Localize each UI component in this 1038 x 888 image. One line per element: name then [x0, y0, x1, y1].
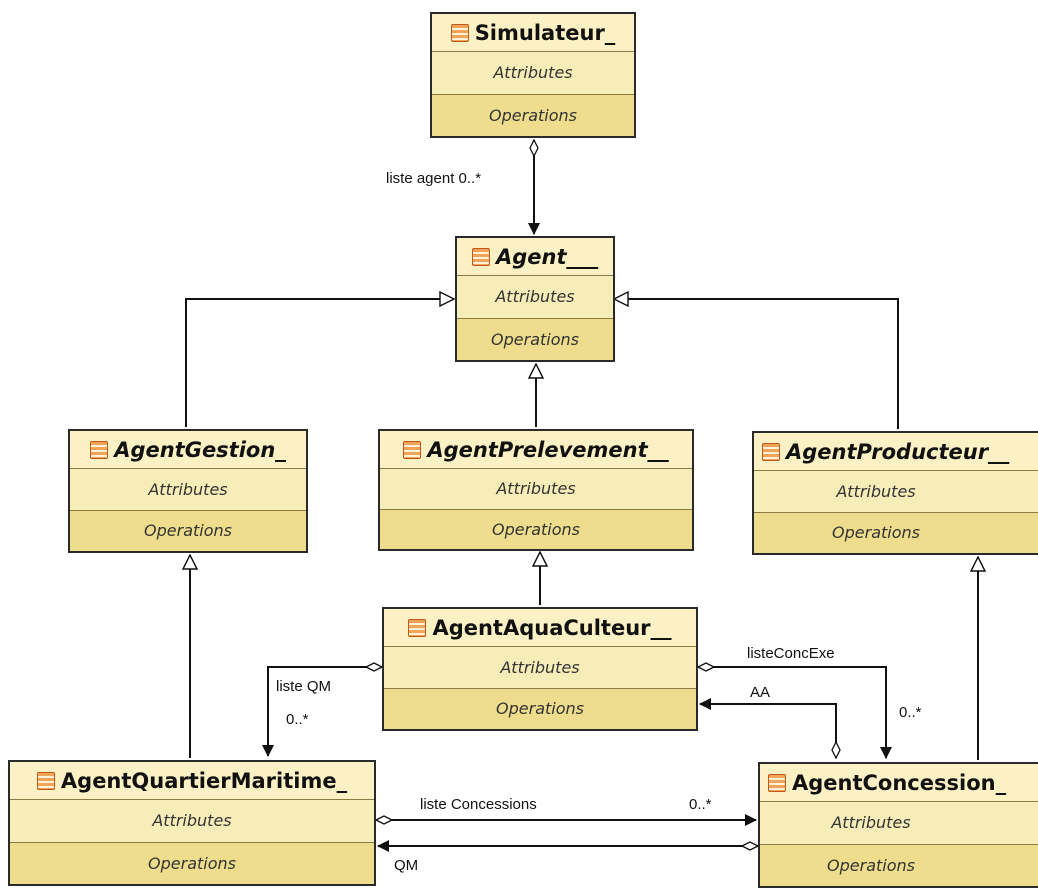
class-icon — [408, 618, 427, 637]
class-name: Simulateur_ — [474, 20, 616, 45]
class-icon — [90, 440, 109, 459]
class-icon — [450, 23, 469, 42]
edge-producteur-agent — [614, 299, 899, 429]
class-icon — [471, 247, 490, 266]
class-header: Agent___ — [457, 238, 613, 276]
label-liste-agent: liste agent 0..* — [386, 170, 482, 187]
operations-compartment: Operations — [10, 842, 374, 884]
class-agent-producteur[interactable]: AgentProducteur__ Attributes Operations — [752, 431, 1038, 555]
operations-compartment: Operations — [70, 510, 306, 551]
class-name: AgentProducteur__ — [786, 439, 1010, 464]
label-liste-qm: liste QM — [276, 678, 332, 695]
edge-gestion-agent — [185, 299, 454, 427]
attributes-compartment: Attributes — [754, 471, 1038, 513]
label-liste-conc-exe-multiplicity: 0..* — [899, 704, 922, 721]
edge-liste-qm — [268, 667, 382, 756]
class-name: AgentQuartierMaritime_ — [60, 768, 348, 793]
class-header: AgentProducteur__ — [754, 433, 1038, 471]
operations-compartment: Operations — [754, 512, 1038, 553]
class-agent[interactable]: Agent___ Attributes Operations — [455, 236, 615, 362]
attributes-compartment: Attributes — [384, 647, 696, 689]
class-header: AgentConcession_ — [760, 764, 1038, 802]
class-header: AgentGestion_ — [70, 431, 306, 469]
class-name: AgentGestion_ — [114, 437, 286, 462]
class-header: AgentAquaCulteur__ — [384, 609, 696, 647]
class-icon — [36, 771, 55, 790]
class-header: Simulateur_ — [432, 14, 634, 52]
class-name: Agent___ — [495, 244, 599, 269]
label-liste-qm-multiplicity: 0..* — [286, 711, 309, 728]
edge-aa — [700, 704, 836, 758]
class-header: AgentQuartierMaritime_ — [10, 762, 374, 800]
attributes-compartment: Attributes — [760, 802, 1038, 845]
operations-compartment: Operations — [432, 94, 634, 136]
class-agent-prelevement[interactable]: AgentPrelevement__ Attributes Operations — [378, 429, 694, 551]
class-icon — [762, 442, 780, 461]
attributes-compartment: Attributes — [70, 469, 306, 511]
attributes-compartment: Attributes — [457, 276, 613, 319]
label-liste-conc-exe: listeConcExe — [747, 645, 835, 662]
class-icon — [768, 773, 786, 792]
class-agent-gestion[interactable]: AgentGestion_ Attributes Operations — [68, 429, 308, 553]
label-liste-concessions: liste Concessions — [420, 796, 537, 813]
class-name: AgentConcession_ — [792, 770, 1007, 795]
attributes-compartment: Attributes — [10, 800, 374, 843]
class-header: AgentPrelevement__ — [380, 431, 692, 469]
edge-liste-conc-exe — [698, 667, 886, 758]
class-name: AgentPrelevement__ — [427, 437, 669, 462]
class-agent-quartier-maritime[interactable]: AgentQuartierMaritime_ Attributes Operat… — [8, 760, 376, 886]
class-agent-concession[interactable]: AgentConcession_ Attributes Operations — [758, 762, 1038, 888]
label-liste-concessions-multiplicity: 0..* — [689, 796, 712, 813]
operations-compartment: Operations — [760, 844, 1038, 886]
operations-compartment: Operations — [380, 509, 692, 549]
label-aa: AA — [750, 684, 771, 701]
operations-compartment: Operations — [457, 318, 613, 360]
class-icon — [403, 440, 422, 459]
class-agent-aquaculteur[interactable]: AgentAquaCulteur__ Attributes Operations — [382, 607, 698, 731]
class-simulateur[interactable]: Simulateur_ Attributes Operations — [430, 12, 636, 138]
label-qm: QM — [394, 857, 419, 874]
attributes-compartment: Attributes — [432, 52, 634, 95]
operations-compartment: Operations — [384, 688, 696, 729]
class-name: AgentAquaCulteur__ — [432, 615, 672, 640]
attributes-compartment: Attributes — [380, 469, 692, 510]
